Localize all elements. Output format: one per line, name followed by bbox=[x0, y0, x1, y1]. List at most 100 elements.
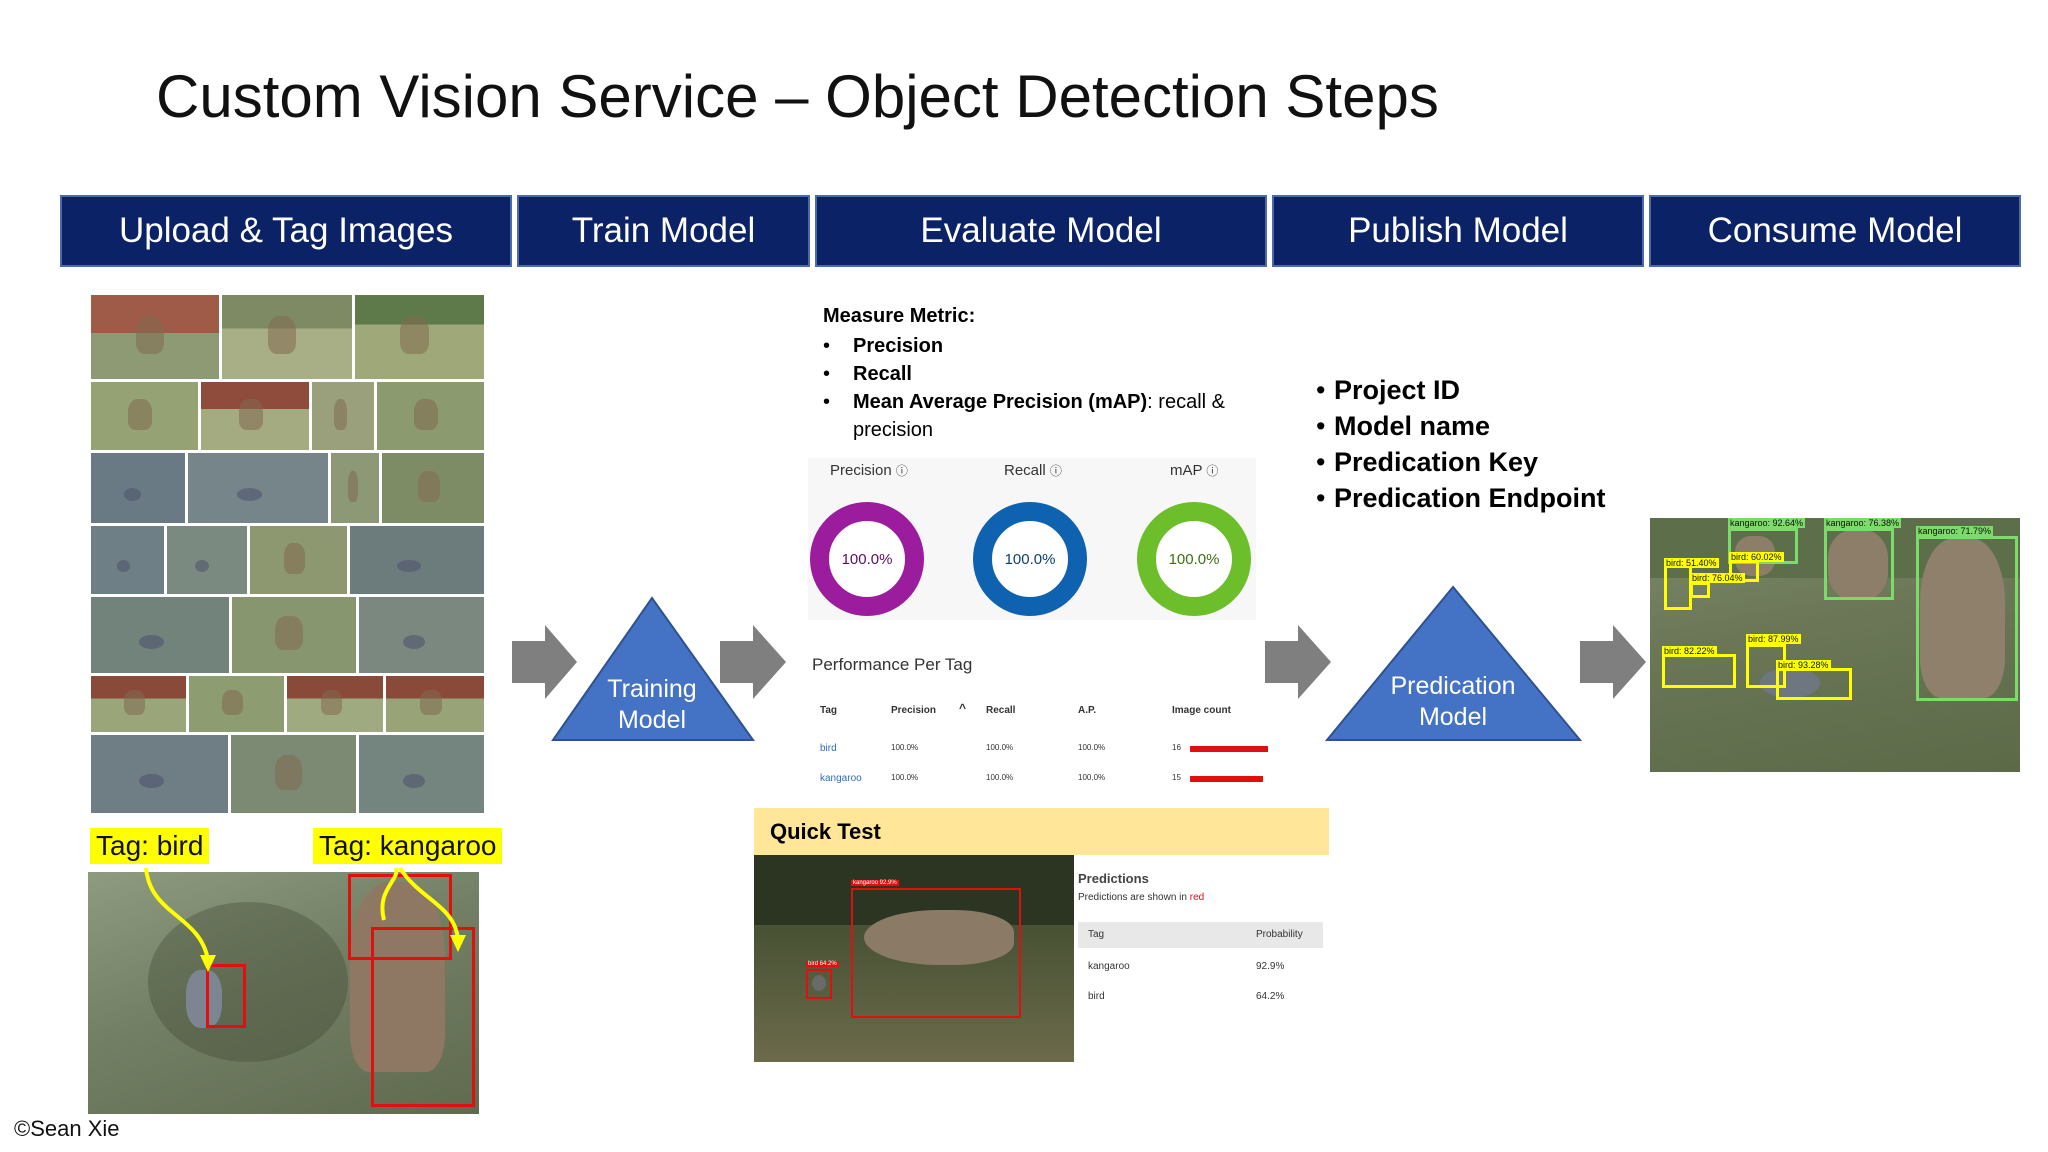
mosaic-image bbox=[385, 675, 485, 733]
shadow-patch bbox=[148, 902, 348, 1062]
mosaic-image bbox=[381, 452, 485, 524]
metric-item: Precision bbox=[823, 332, 1263, 360]
sort-caret-icon[interactable]: ^ bbox=[959, 701, 967, 715]
metric-desc: : recall & precision bbox=[853, 391, 1225, 441]
tag-bird-label: Tag: bird bbox=[90, 828, 210, 864]
metric-name: Mean Average Precision (mAP) bbox=[853, 391, 1148, 413]
kangaroo-shape bbox=[350, 882, 445, 1072]
precision-donut-label: Precision ⓘ bbox=[830, 462, 908, 479]
publish-item-project-id: Project ID bbox=[1316, 372, 1646, 408]
predication-triangle bbox=[1324, 585, 1583, 741]
flow-arrow bbox=[720, 625, 786, 699]
detection-label: kangaroo: 76.38% bbox=[1824, 518, 1902, 528]
slide-title: Custom Vision Service – Object Detection… bbox=[156, 63, 1439, 130]
precision-donut: 100.0% bbox=[810, 502, 924, 616]
mosaic-image bbox=[166, 525, 248, 595]
prediction-row: bird 64.2% bbox=[1078, 985, 1323, 1013]
kangaroo-callout-arrow bbox=[380, 867, 399, 921]
donut-label-text: Precision bbox=[830, 462, 892, 479]
table-header-precision[interactable]: Precision bbox=[891, 705, 937, 716]
step-upload-tag: Upload & Tag Images bbox=[60, 195, 512, 267]
map-donut-label: mAP ⓘ bbox=[1170, 462, 1218, 479]
consume-detection-photo: kangaroo: 92.64% kangaroo: 76.38% kangar… bbox=[1650, 518, 2020, 772]
flow-arrow bbox=[1580, 625, 1646, 699]
measure-metric-heading: Measure Metric: bbox=[823, 305, 976, 327]
bird-detection-box bbox=[1662, 654, 1736, 688]
mosaic-image bbox=[286, 675, 384, 733]
map-donut: 100.0% bbox=[1137, 502, 1251, 616]
table-cell-tag[interactable]: bird bbox=[820, 743, 837, 754]
table-cell-tag[interactable]: kangaroo bbox=[820, 773, 862, 784]
annotated-photo bbox=[88, 872, 479, 1114]
detection-label: bird: 93.28% bbox=[1776, 660, 1831, 670]
pred-header-probability: Probability bbox=[1256, 929, 1303, 940]
training-triangle-label: Training Model bbox=[592, 674, 712, 736]
mosaic-image bbox=[358, 734, 485, 814]
bird-shape bbox=[812, 975, 826, 991]
table-header-tag[interactable]: Tag bbox=[820, 705, 838, 716]
mosaic-image bbox=[231, 596, 357, 674]
quick-test-header: Quick Test bbox=[754, 808, 1329, 855]
mosaic-image bbox=[200, 381, 310, 451]
pred-cell-tag: bird bbox=[1088, 991, 1105, 1002]
bird-shape bbox=[186, 970, 222, 1028]
mosaic-image bbox=[376, 381, 485, 451]
info-icon[interactable]: ⓘ bbox=[1206, 464, 1219, 478]
detection-label: kangaroo: 71.79% bbox=[1916, 526, 1994, 536]
table-header-row: Tag Precision ^ Recall A.P. Image count bbox=[812, 701, 1272, 729]
kangaroo-detection-box bbox=[1824, 528, 1894, 600]
table-header-recall[interactable]: Recall bbox=[986, 705, 1016, 716]
step-train: Train Model bbox=[517, 195, 810, 267]
predictions-note-color-word: red bbox=[1189, 892, 1205, 903]
quick-test-photo: kangaroo 92.9% bird 64.2% bbox=[754, 855, 1074, 1062]
pred-cell-probability: 64.2% bbox=[1256, 991, 1285, 1002]
flow-arrow bbox=[512, 625, 577, 699]
kangaroo-callout-arrow bbox=[398, 866, 460, 941]
kangaroo-shape bbox=[1828, 530, 1888, 600]
pred-cell-tag: kangaroo bbox=[1088, 961, 1130, 972]
mosaic-image bbox=[349, 525, 485, 595]
predictions-header-row: Tag Probability bbox=[1078, 922, 1323, 948]
detection-label: bird: 51.40% bbox=[1664, 558, 1719, 568]
step-consume: Consume Model bbox=[1649, 195, 2021, 267]
bird-shape bbox=[1760, 668, 1820, 698]
mosaic-image bbox=[330, 452, 380, 524]
table-header-ap[interactable]: A.P. bbox=[1078, 705, 1097, 716]
publish-item-model-name: Model name bbox=[1316, 408, 1646, 444]
prediction-row: kangaroo 92.9% bbox=[1078, 955, 1323, 983]
metric-name: Recall bbox=[853, 363, 912, 385]
detection-label: bird: 87.99% bbox=[1746, 634, 1801, 644]
info-icon[interactable]: ⓘ bbox=[1049, 464, 1062, 478]
predication-label-line1: Predication bbox=[1390, 672, 1516, 700]
mosaic-image bbox=[187, 452, 329, 524]
kangaroo-detection-box bbox=[1728, 528, 1798, 564]
predictions-note-text: Predictions are shown in bbox=[1078, 892, 1187, 903]
detection-label: bird: 82.22% bbox=[1662, 646, 1717, 656]
mosaic-image bbox=[221, 294, 353, 380]
donut-label-text: Recall bbox=[1004, 462, 1046, 479]
metric-donut-panel: Precision ⓘ Recall ⓘ mAP ⓘ 100.0% 100.0%… bbox=[808, 458, 1256, 620]
mosaic-image bbox=[188, 675, 285, 733]
mosaic-image bbox=[90, 675, 187, 733]
bird-callout-arrow bbox=[144, 867, 210, 961]
detection-label: kangaroo: 92.64% bbox=[1728, 518, 1806, 528]
mosaic-image bbox=[230, 734, 357, 814]
copyright-credit: ©Sean Xie bbox=[14, 1116, 120, 1141]
image-count-bar bbox=[1190, 776, 1263, 782]
mosaic-image bbox=[90, 294, 220, 380]
kangaroo-bounding-box bbox=[371, 927, 475, 1107]
bird-bounding-box bbox=[206, 964, 246, 1028]
training-triangle bbox=[551, 596, 755, 741]
mosaic-image bbox=[90, 381, 199, 451]
table-cell-ap: 100.0% bbox=[1078, 773, 1106, 782]
pred-cell-probability: 92.9% bbox=[1256, 961, 1285, 972]
mosaic-image bbox=[90, 596, 230, 674]
predication-triangle-label: Predication Model bbox=[1378, 671, 1528, 733]
step-evaluate: Evaluate Model bbox=[815, 195, 1267, 267]
tag-kangaroo-label: Tag: kangaroo bbox=[313, 828, 503, 864]
info-icon[interactable]: ⓘ bbox=[895, 464, 908, 478]
kangaroo-detection-label: kangaroo 92.9% bbox=[851, 880, 899, 886]
table-header-image-count[interactable]: Image count bbox=[1172, 705, 1231, 716]
